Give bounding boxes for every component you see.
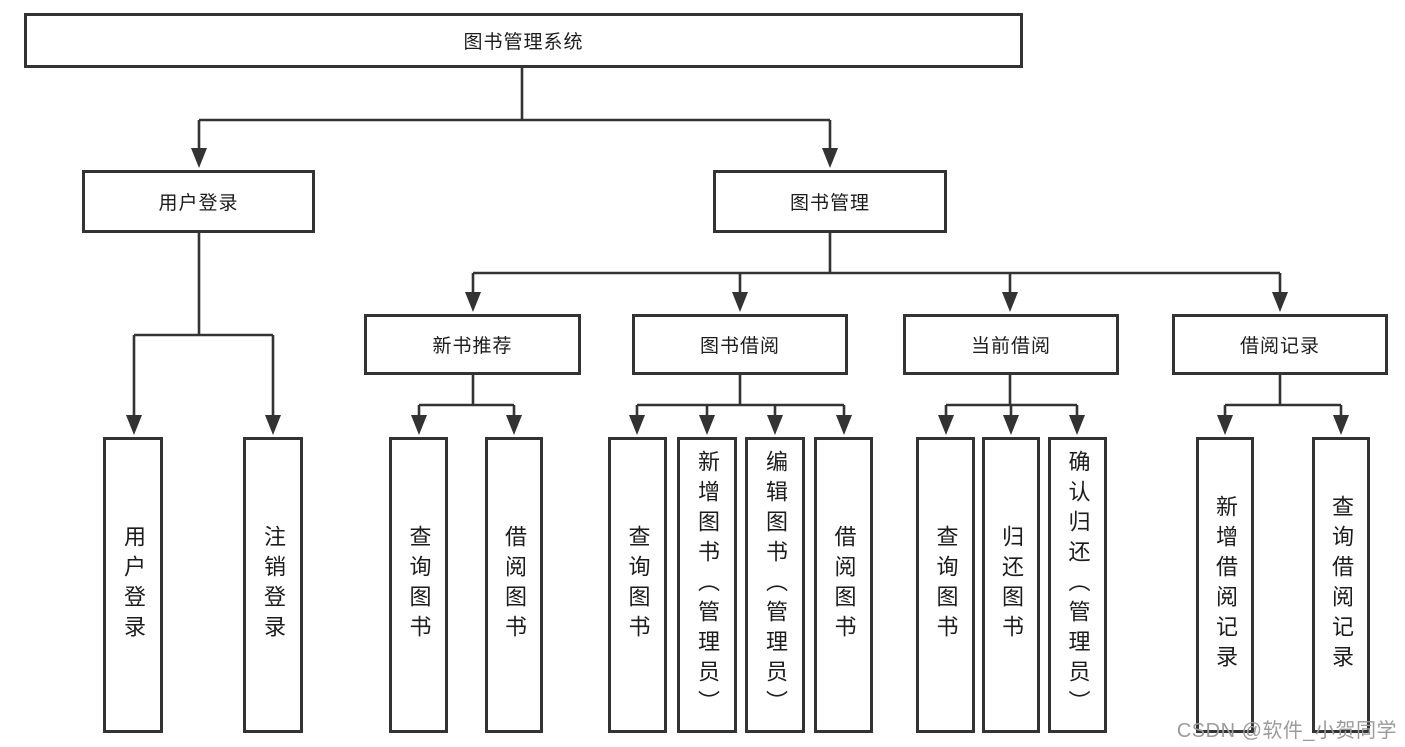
leaf-br-query-record-label: 查询借阅记录 [1329, 495, 1354, 675]
node-library-management-system: 图书管理系统 [24, 13, 1023, 68]
leaf-bb-edit-book-admin: 编辑图书（管理员） [745, 437, 805, 733]
leaf-cb-return-book-label: 归还图书 [999, 525, 1024, 645]
leaf-rec-query-book-label: 查询图书 [406, 525, 432, 645]
leaf-cb-confirm-return-admin-label: 确认归还（管理员） [1065, 450, 1091, 720]
node-borrowing-records: 借阅记录 [1172, 314, 1388, 375]
leaf-rec-borrow-book: 借阅图书 [485, 437, 543, 733]
node-current-borrowing: 当前借阅 [903, 314, 1119, 375]
node-book-management: 图书管理 [713, 170, 947, 233]
leaf-br-query-record: 查询借阅记录 [1312, 437, 1370, 733]
leaf-logout-label: 注销登录 [261, 525, 286, 645]
leaf-bb-borrow-book-label: 借阅图书 [831, 525, 857, 645]
node-user-login: 用户登录 [82, 170, 315, 233]
leaf-bb-edit-book-admin-label: 编辑图书（管理员） [763, 450, 788, 720]
node-book-borrowing: 图书借阅 [632, 314, 848, 375]
leaf-rec-query-book: 查询图书 [389, 437, 448, 733]
leaf-cb-query-book: 查询图书 [916, 437, 975, 733]
leaf-cb-confirm-return-admin: 确认归还（管理员） [1048, 437, 1107, 733]
leaf-rec-borrow-book-label: 借阅图书 [502, 525, 527, 645]
leaf-user-login-label: 用户登录 [121, 525, 146, 645]
csdn-watermark: CSDN @软件_小贺同学 [1176, 720, 1397, 742]
leaf-bb-borrow-book: 借阅图书 [814, 437, 873, 733]
leaf-bb-add-book-admin-label: 新增图书（管理员） [695, 450, 720, 720]
leaf-cb-return-book: 归还图书 [982, 437, 1040, 733]
leaf-logout: 注销登录 [243, 437, 303, 733]
leaf-user-login: 用户登录 [103, 437, 163, 733]
leaf-cb-query-book-label: 查询图书 [933, 525, 959, 645]
leaf-bb-query-book-label: 查询图书 [625, 525, 651, 645]
node-new-book-recommendation: 新书推荐 [364, 314, 581, 375]
leaf-bb-query-book: 查询图书 [608, 437, 667, 733]
leaf-br-add-record: 新增借阅记录 [1196, 437, 1254, 733]
leaf-bb-add-book-admin: 新增图书（管理员） [677, 437, 737, 733]
leaf-br-add-record-label: 新增借阅记录 [1213, 495, 1238, 675]
